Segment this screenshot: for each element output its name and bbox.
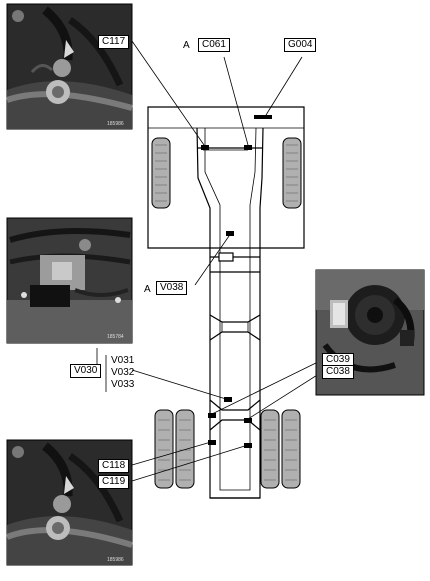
photo-connector-c038-c039 [315, 269, 425, 396]
rear-wheels-left [154, 409, 195, 489]
label-v031-stack: V031 V032 V033 [111, 355, 134, 391]
photo-connector-c117 [6, 3, 133, 130]
marker-c118 [208, 440, 216, 445]
marker-c039 [208, 413, 216, 418]
label-g004: G004 [284, 38, 317, 52]
label-a-mid: A [144, 284, 151, 295]
marker-v038 [226, 231, 234, 236]
leader-lines [96, 40, 323, 482]
label-c119: C119 [98, 475, 130, 489]
label-v038: V038 [156, 281, 188, 295]
photo-tag: 185986 [107, 557, 124, 563]
marker-c117 [201, 145, 209, 150]
label-c118: C118 [98, 459, 130, 473]
marker-c038 [244, 418, 252, 423]
photo-tag: 185784 [107, 334, 124, 340]
marker-v031 [224, 397, 232, 402]
label-c038: C038 [322, 365, 354, 379]
rear-wheels-right [260, 409, 301, 489]
marker-c061 [244, 145, 252, 150]
marker-c119 [244, 443, 252, 448]
front-wheel-right [282, 137, 302, 209]
label-v030: V030 [70, 364, 102, 378]
label-a-top: A [183, 40, 190, 51]
label-v032: V032 [111, 367, 135, 378]
label-c061: C061 [198, 38, 230, 52]
label-v031: V031 [111, 355, 135, 366]
vehicle-chassis [147, 106, 305, 499]
photo-tag: 185986 [107, 121, 124, 127]
photo-connector-v038 [6, 217, 133, 344]
front-wheel-left [151, 137, 171, 209]
label-v033: V033 [111, 379, 135, 390]
marker-g004 [254, 115, 272, 119]
connector-markers [201, 115, 272, 448]
label-c117: C117 [98, 35, 130, 49]
